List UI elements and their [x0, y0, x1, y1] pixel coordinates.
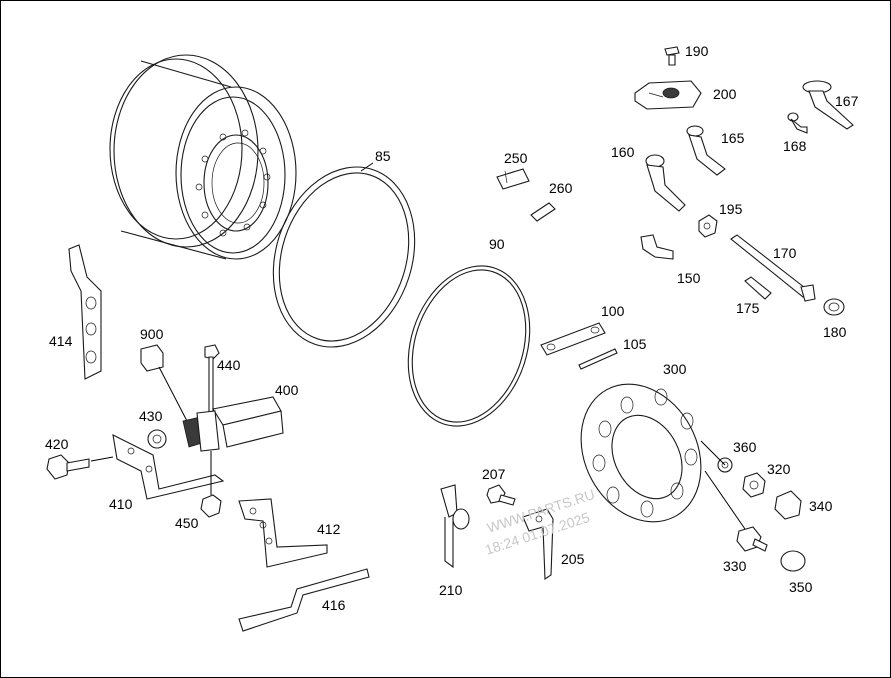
- part-320-nut: [742, 472, 766, 498]
- wheel-rim: [109, 54, 297, 260]
- label-167: 167: [835, 93, 859, 109]
- label-400: 400: [275, 382, 299, 398]
- label-416: 416: [322, 597, 346, 613]
- part-207-bolt: [486, 484, 516, 506]
- part-190-screw: [664, 46, 680, 66]
- part-414-plate: [68, 244, 102, 380]
- part-260-key: [530, 202, 556, 222]
- part-100-strap: [540, 322, 606, 356]
- part-200-sensor: [634, 80, 702, 110]
- part-900-block: [140, 344, 164, 372]
- label-90: 90: [489, 236, 505, 252]
- label-85: 85: [375, 148, 391, 164]
- part-150-fitting: [640, 234, 674, 260]
- label-165: 165: [721, 130, 745, 146]
- part-175-fitting: [744, 276, 772, 300]
- label-205: 205: [561, 551, 585, 567]
- label-160: 160: [611, 144, 635, 160]
- label-330: 330: [723, 558, 747, 574]
- label-175: 175: [736, 300, 760, 316]
- label-440: 440: [217, 357, 241, 373]
- part-416-strip: [238, 568, 370, 632]
- part-440-bolt: [204, 344, 220, 414]
- label-250: 250: [504, 150, 528, 166]
- part-180-cap: [823, 298, 845, 316]
- label-100: 100: [601, 303, 625, 319]
- label-190: 190: [685, 43, 709, 59]
- part-165-valve: [686, 125, 726, 176]
- label-410: 410: [109, 496, 133, 512]
- label-170: 170: [773, 245, 797, 261]
- label-360: 360: [733, 439, 757, 455]
- label-195: 195: [719, 201, 743, 217]
- part-340-capnut: [774, 490, 802, 520]
- part-210-clip: [440, 484, 470, 569]
- part-160-valve: [645, 154, 686, 212]
- label-414: 414: [49, 333, 73, 349]
- label-260: 260: [549, 180, 573, 196]
- part-90-oring: [407, 265, 531, 427]
- part-412-bracket: [238, 498, 328, 568]
- label-105: 105: [623, 336, 647, 352]
- label-350: 350: [789, 579, 813, 595]
- label-207: 207: [482, 466, 506, 482]
- part-330-bolt: [736, 526, 768, 552]
- label-320: 320: [767, 461, 791, 477]
- label-412: 412: [317, 521, 341, 537]
- label-900: 900: [140, 326, 164, 342]
- part-195-nut: [698, 214, 718, 238]
- part-205-bracket: [522, 508, 554, 581]
- part-300-cover: [580, 383, 702, 523]
- part-410-bracket: [112, 434, 225, 500]
- label-180: 180: [823, 324, 847, 340]
- part-250-clip: [496, 168, 530, 190]
- part-350-plug: [780, 550, 806, 572]
- label-420: 420: [45, 436, 69, 452]
- label-210: 210: [439, 582, 463, 598]
- part-105-pin: [578, 348, 618, 370]
- part-400-module: [182, 396, 284, 452]
- label-300: 300: [663, 361, 687, 377]
- part-170-tube: [730, 234, 816, 302]
- part-450-nut: [200, 494, 222, 518]
- part-167-valve: [802, 80, 854, 130]
- part-430-washer: [147, 429, 167, 449]
- part-420-bolt: [46, 454, 90, 480]
- label-200: 200: [713, 86, 737, 102]
- label-168: 168: [783, 138, 807, 154]
- part-168-valve: [787, 112, 808, 134]
- label-340: 340: [809, 498, 833, 514]
- label-450: 450: [175, 515, 199, 531]
- part-85-ring: [272, 166, 416, 348]
- label-430: 430: [139, 408, 163, 424]
- label-150: 150: [677, 270, 701, 286]
